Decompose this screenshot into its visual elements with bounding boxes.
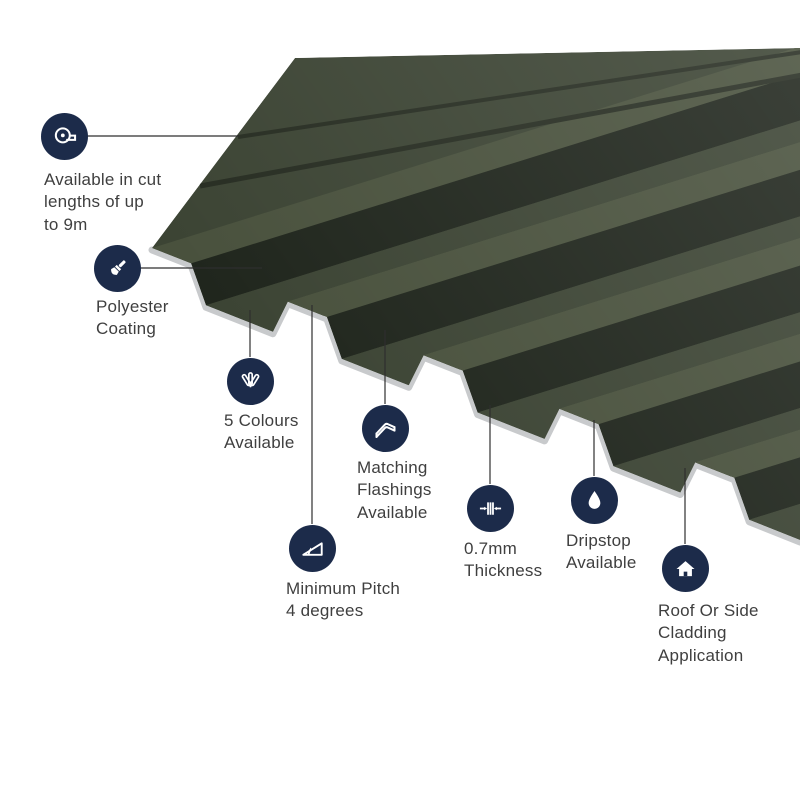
droplet-icon xyxy=(570,476,618,524)
callout-lines xyxy=(87,135,686,544)
thickness-icon xyxy=(466,484,514,532)
feature-label-cladding-use: Roof Or Side Cladding Application xyxy=(658,601,759,665)
feature-label-thickness: 0.7mm Thickness xyxy=(464,539,543,581)
colour-fan-icon xyxy=(226,357,274,405)
feature-label-dripstop: Dripstop Available xyxy=(566,531,637,573)
feature-label-five-colours: 5 Colours Available xyxy=(224,411,299,453)
feature-label-flashings: Matching Flashings Available xyxy=(357,458,432,522)
pitch-angle-icon xyxy=(288,524,336,572)
flashing-icon xyxy=(361,404,409,452)
feature-label-minimum-pitch: Minimum Pitch 4 degrees xyxy=(286,579,401,621)
feature-label-cut-lengths: Available in cut lengths of up to 9m xyxy=(44,170,162,234)
tape-measure-icon xyxy=(40,112,88,160)
paint-brush-icon xyxy=(93,244,141,292)
house-icon xyxy=(661,544,709,592)
sheet-cut-edge xyxy=(148,246,800,546)
feature-label-polyester-coating: Polyester Coating xyxy=(96,297,169,339)
